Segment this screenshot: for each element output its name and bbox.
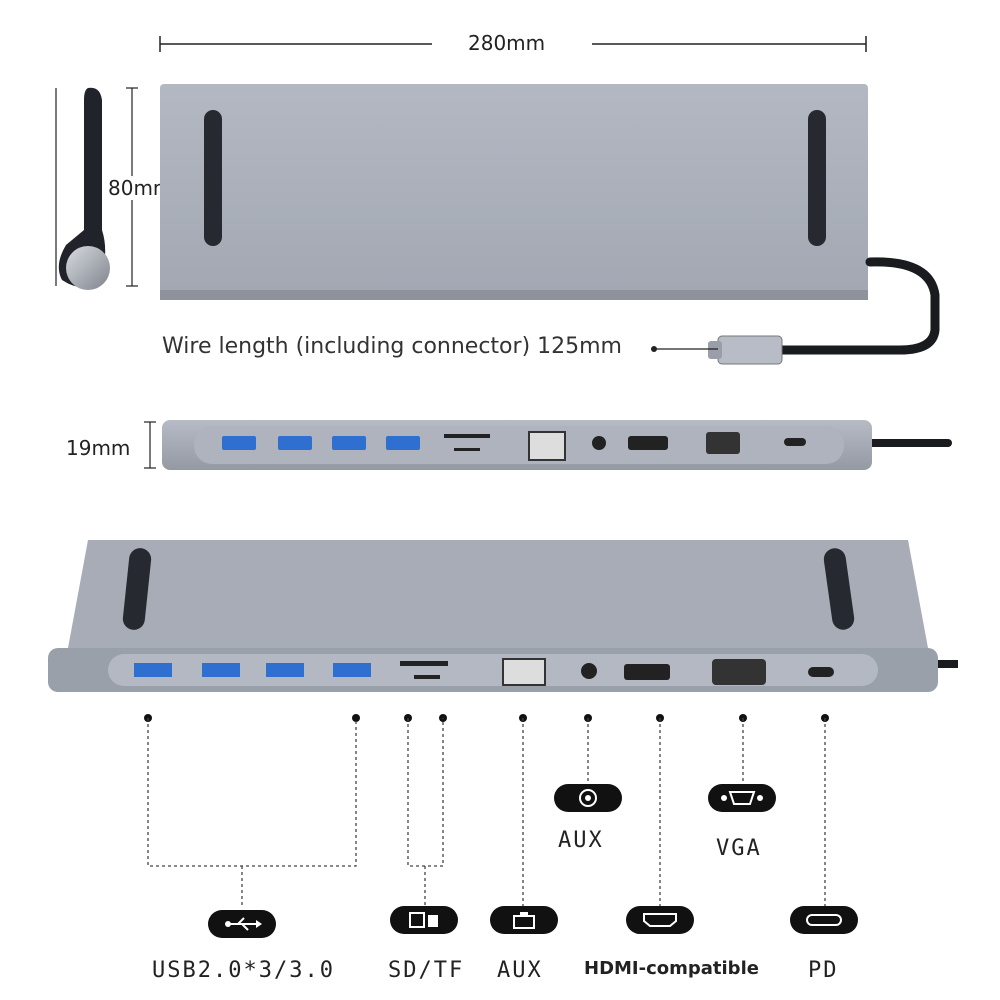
usb-icon <box>208 910 276 938</box>
vga-label: VGA <box>716 836 762 861</box>
stand-top-view <box>160 84 868 300</box>
callout-lines <box>144 714 829 908</box>
usb-c-icon <box>790 906 858 934</box>
hdmi-label: HDMI-compatible <box>584 958 759 979</box>
wire-pointer-line <box>651 346 718 352</box>
lan-aux-label: AUX <box>497 958 543 983</box>
usb-c-cable <box>708 257 940 365</box>
thickness-dimension-line <box>144 421 156 469</box>
ethernet-icon <box>490 906 558 934</box>
perspective-view <box>48 540 958 692</box>
rubber-pad-right <box>808 110 826 246</box>
width-dimension-line <box>159 36 867 52</box>
front-cable <box>872 439 952 447</box>
pd-label: PD <box>808 958 839 983</box>
front-view <box>162 420 872 470</box>
side-profile-view <box>55 87 138 290</box>
rubber-pad-left <box>204 110 222 246</box>
sdtf-label: SD/TF <box>388 958 465 983</box>
usb-label: USB2.0*3/3.0 <box>152 958 335 983</box>
vga-port-icon <box>708 784 776 812</box>
wire-length-label: Wire length (including connector) 125mm <box>162 334 622 359</box>
width-label: 280mm <box>468 31 546 55</box>
sd-card-icon <box>390 906 458 934</box>
thickness-label: 19mm <box>66 436 131 460</box>
hdmi-port-icon <box>626 906 694 934</box>
aux-audio-label: AUX <box>558 828 604 853</box>
audio-jack-icon <box>554 784 622 812</box>
